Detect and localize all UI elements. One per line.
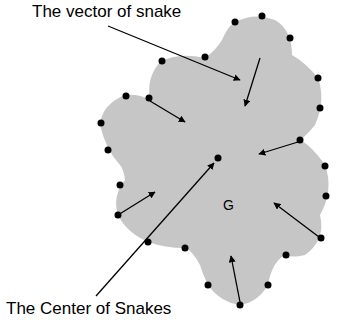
- point-label: G: [223, 198, 234, 213]
- snake-point: [182, 245, 189, 252]
- vector-arrow: [150, 101, 185, 122]
- snake-point: [202, 54, 209, 61]
- snake-point: [117, 182, 124, 189]
- callout-label: The Center of Snakes: [6, 300, 171, 319]
- vector-arrow: [231, 256, 240, 302]
- snake-point: [318, 235, 325, 242]
- snake-point: [259, 13, 266, 20]
- vector-arrow: [245, 58, 260, 106]
- callout-label: The vector of snake: [32, 3, 181, 22]
- snake-point: [265, 282, 272, 289]
- snake-point: [323, 193, 330, 200]
- snake-point: [105, 147, 112, 154]
- leader-line: [108, 26, 240, 80]
- vector-arrow: [274, 203, 319, 237]
- snake-vectors: [118, 58, 319, 302]
- snake-point: [287, 35, 294, 42]
- snake-point: [317, 105, 324, 112]
- leader-line: [96, 163, 214, 296]
- snake-point: [98, 120, 105, 127]
- snake-points: [98, 13, 330, 309]
- snake-point: [237, 302, 244, 309]
- center-point: [215, 155, 222, 162]
- snake-point: [146, 95, 153, 102]
- snake-region: [100, 16, 329, 305]
- snake-point: [315, 75, 322, 82]
- vector-arrow: [259, 142, 298, 154]
- snake-point: [159, 58, 166, 65]
- snake-point: [283, 252, 290, 259]
- snake-point: [205, 282, 212, 289]
- snake-point: [123, 93, 130, 100]
- vector-arrow: [118, 192, 155, 215]
- snake-point: [232, 19, 239, 26]
- snake-point: [322, 163, 329, 170]
